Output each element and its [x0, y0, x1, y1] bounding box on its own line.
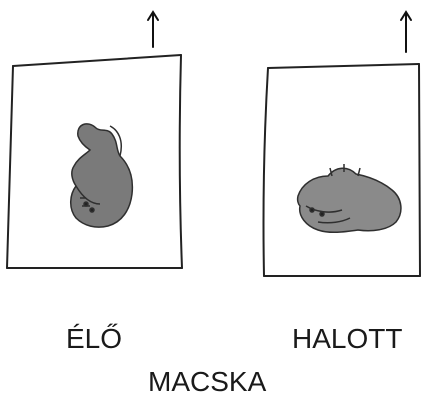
- right-panel-left-edge: [262, 67, 269, 277]
- caption-label: MACSKA: [148, 366, 267, 397]
- lying-cat-illustration: [296, 164, 402, 234]
- dead-label: HALOTT: [292, 323, 403, 354]
- alive-label: ÉLŐ: [66, 323, 123, 354]
- left-panel: [6, 54, 183, 269]
- right-panel-right-edge: [418, 63, 421, 277]
- up-arrow-icon: [147, 10, 159, 48]
- left-panel-right-edge: [178, 54, 183, 269]
- left-panel-left-edge: [6, 65, 14, 269]
- upright-cat-illustration: [70, 123, 134, 228]
- right-panel: [262, 63, 421, 277]
- right-panel-top-edge: [267, 63, 420, 69]
- up-arrow-icon: [400, 10, 412, 53]
- left-panel-top-edge: [12, 54, 182, 67]
